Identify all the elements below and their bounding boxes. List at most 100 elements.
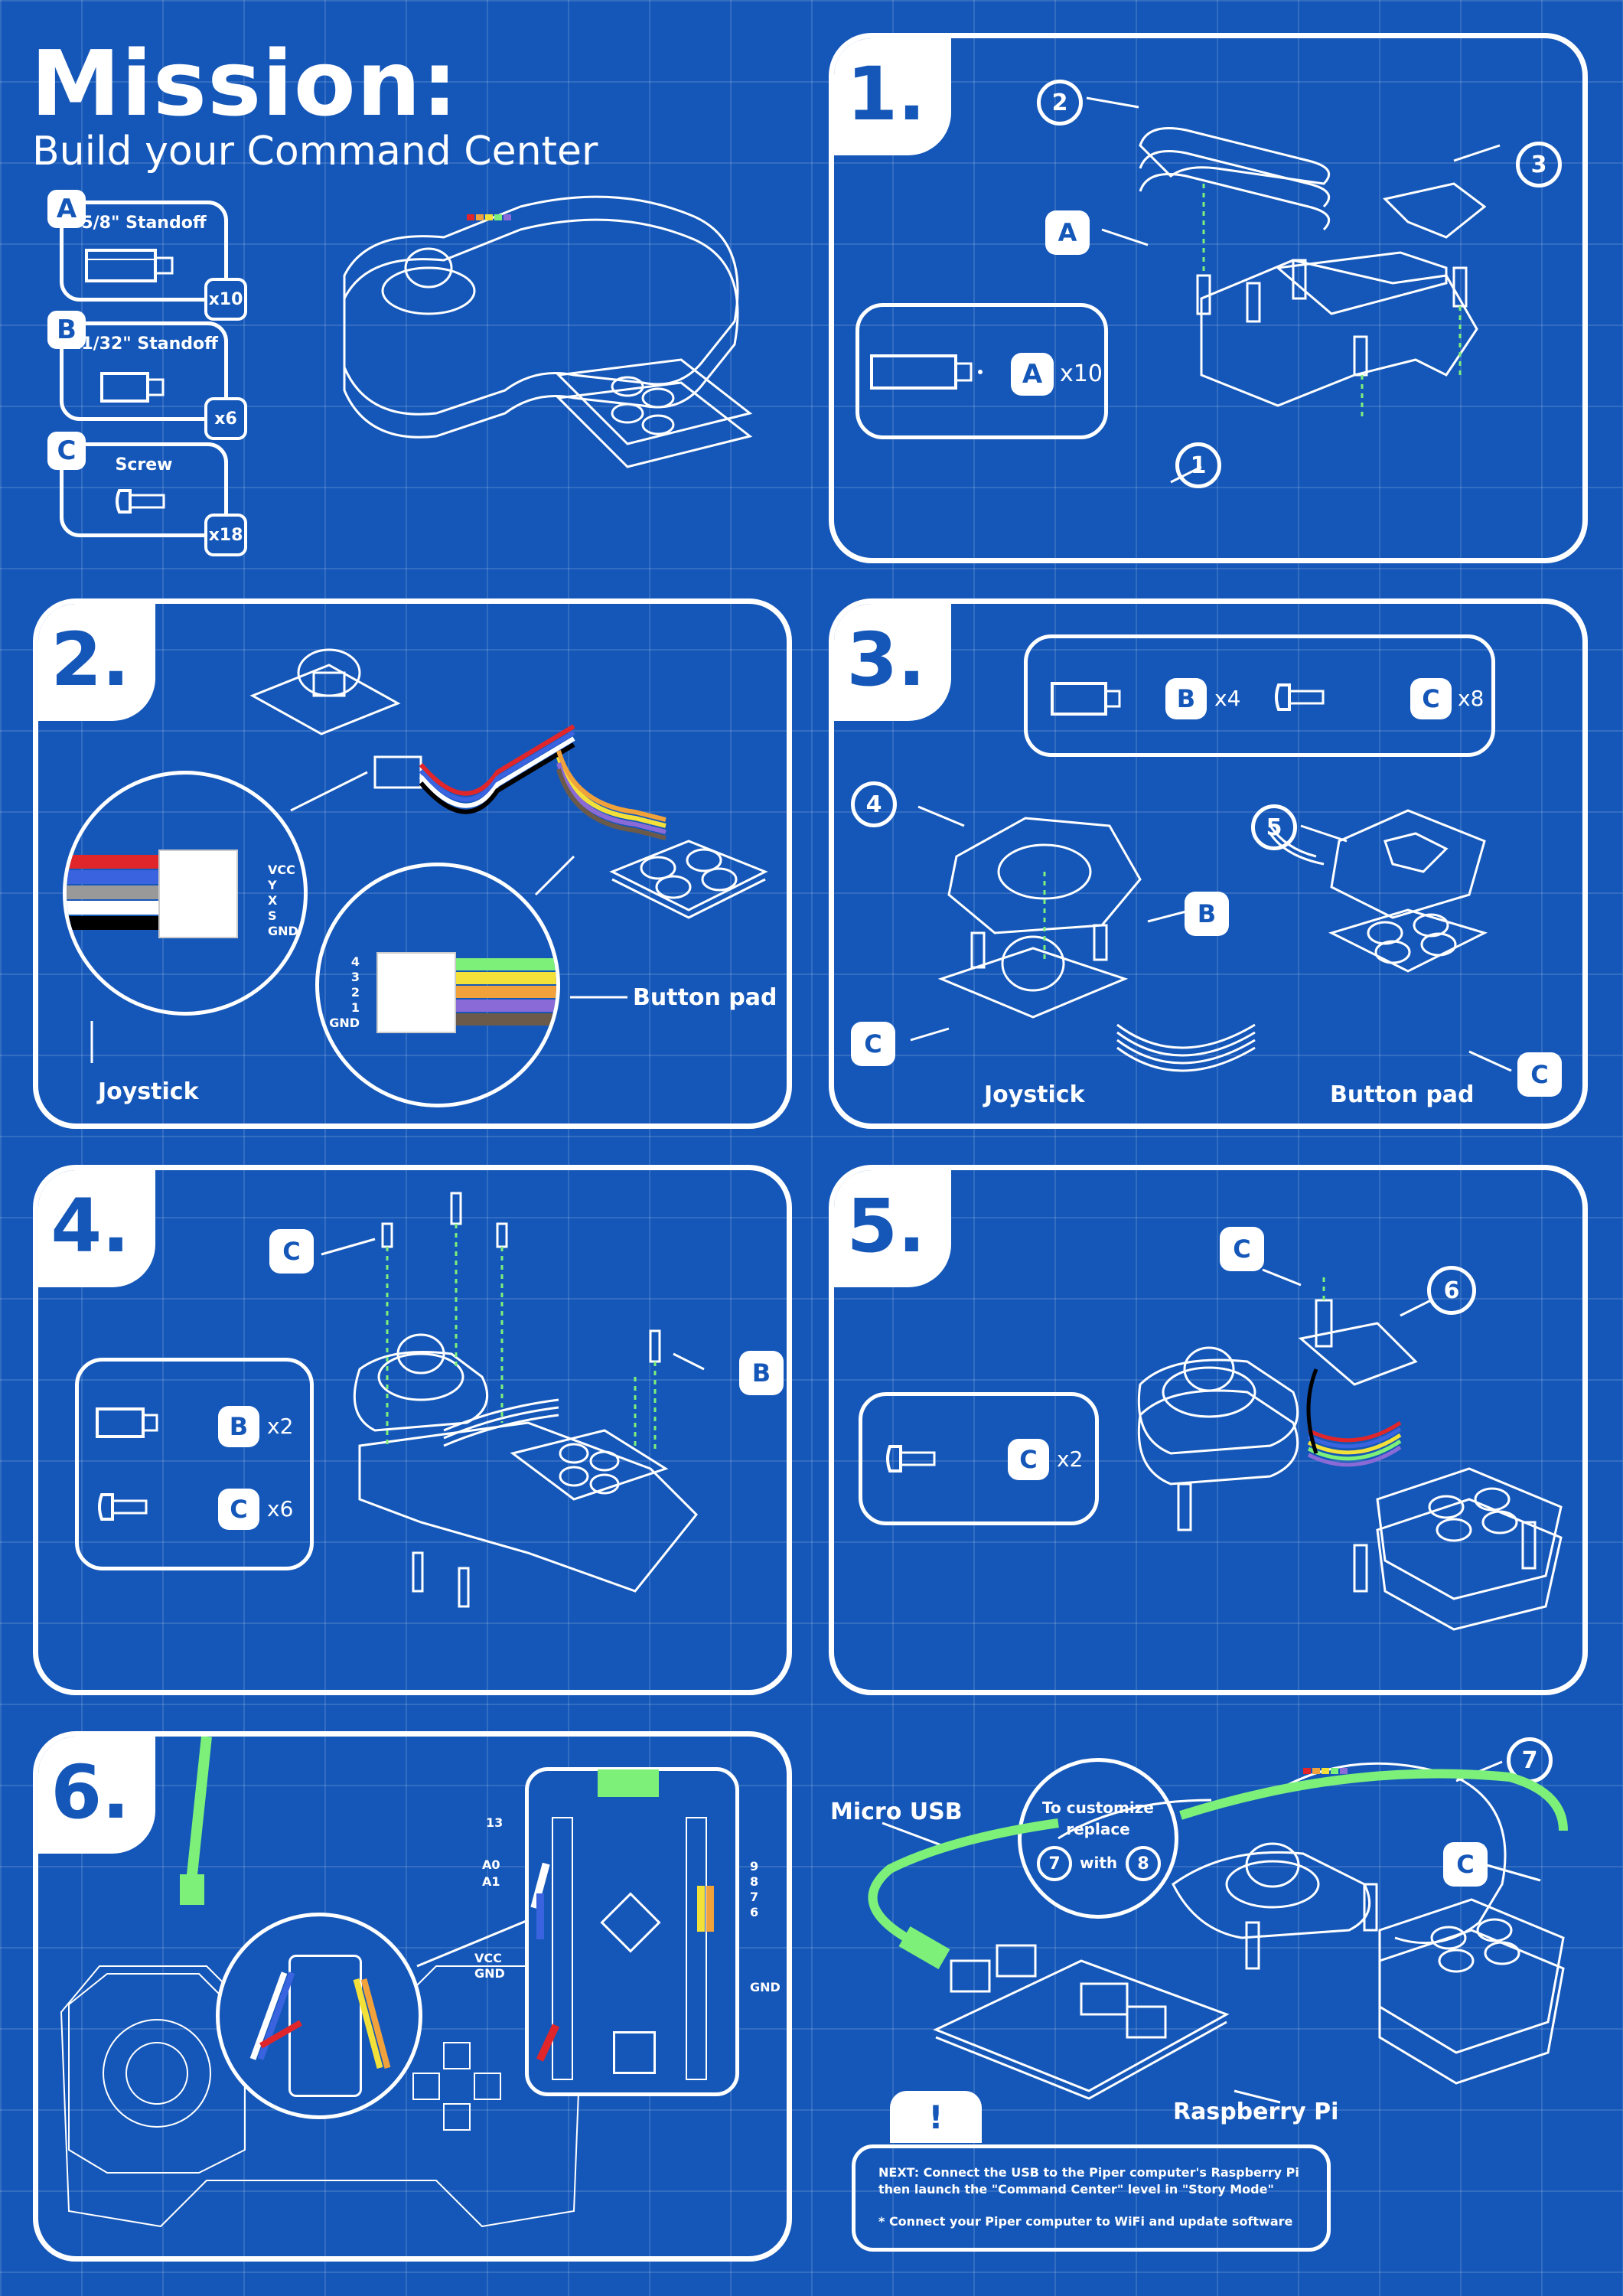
joystick-label: Joystick (984, 1081, 1085, 1108)
left-pin-a1: A1 (482, 1874, 500, 1889)
exclamation-icon: ! (890, 2091, 982, 2143)
part-letter-c: C (218, 1489, 259, 1530)
part-letter-b: B (1165, 678, 1207, 719)
screw-icon (116, 489, 165, 514)
callout-4: 4 (851, 781, 897, 827)
part-qty: x10 (204, 278, 247, 321)
button-pad-icon (609, 840, 768, 919)
legend-qty: x6 (267, 1496, 294, 1521)
part-name: 11/32" Standoff (70, 334, 218, 354)
step-1-legend: A x10 (855, 303, 1108, 439)
step-number: 6. (38, 1737, 155, 1854)
callout-1: 1 (1175, 442, 1221, 488)
raspberry-pi-label: Raspberry Pi (1173, 2099, 1339, 2125)
callout-c: C (1517, 1052, 1562, 1097)
part-8-circle: 8 (1126, 1846, 1161, 1881)
step-4-legend: B x2 C x6 (75, 1358, 314, 1570)
right-pin-gnd: GND (750, 1980, 781, 1994)
part-card-b: 11/32" Standoff x6 (60, 321, 247, 440)
callout-c: C (269, 1229, 314, 1274)
step-2-panel: 2. VCC Y X S GND 4 3 2 1 GND (33, 598, 792, 1129)
usb-cable (180, 1737, 212, 1905)
legend-qty: x8 (1458, 686, 1484, 711)
part-letter-a: A (1011, 353, 1054, 396)
part-letter-b: B (218, 1406, 259, 1447)
callout-b: B (1185, 892, 1229, 936)
step-number: 2. (38, 604, 155, 721)
left-pin-gnd: GND (474, 1966, 505, 1981)
screw-icon (1275, 683, 1325, 711)
part-qty: x6 (204, 397, 247, 440)
final-illustration (868, 1760, 1568, 2104)
step-5-panel: 5. C x2 C 6 (829, 1165, 1588, 1695)
screw-icon (886, 1445, 936, 1473)
pin-label: X (268, 893, 278, 908)
part-name: Screw (115, 455, 173, 475)
standoff-icon (1051, 682, 1121, 716)
callout-c: C (851, 1022, 895, 1066)
standoff-icon (100, 372, 165, 403)
part-card-a: 5/8" Standoff x10 (60, 201, 247, 321)
part-letter-c: C (1410, 678, 1452, 719)
customize-with: with (1080, 1854, 1118, 1872)
step-3-illustration (910, 805, 1512, 1072)
button-pad-label: Button pad (1330, 1081, 1475, 1108)
pin-label: VCC (268, 863, 295, 877)
next-steps-note: NEXT: Connect the USB to the Piper compu… (852, 2144, 1331, 2252)
part-letter-c: C (47, 432, 86, 470)
button-pad-label: Button pad (633, 984, 777, 1011)
pin-label: 4 (350, 954, 360, 969)
legend-qty: x4 (1214, 686, 1241, 711)
part-letter-a: A (47, 190, 86, 228)
left-pin-13: 13 (486, 1815, 504, 1830)
standoff-icon (870, 354, 983, 390)
pin-label: Y (268, 878, 277, 892)
step-1-panel: 1. A x10 2 3 A 1 (829, 33, 1588, 563)
customize-circle: To customize replace 7 with 8 (1018, 1758, 1178, 1919)
part-card-c: Screw x18 (60, 442, 247, 556)
joystick-pin-labels: VCC Y X S GND (268, 863, 298, 939)
final-step: Micro USB To customize replace 7 with 8 … (829, 1731, 1588, 2262)
pin-label: S (268, 908, 277, 923)
step-number: 3. (834, 604, 951, 721)
joystick-label: Joystick (98, 1078, 199, 1105)
step-1-illustration (1086, 96, 1501, 484)
step-6-panel: 6. 13 A0 A1 VCC GND 9 8 7 6 GND (33, 1731, 792, 2262)
leader-lines (416, 1919, 529, 1968)
microcontroller-zoom-circle (216, 1913, 422, 2119)
note-line-1: NEXT: Connect the USB to the Piper compu… (878, 2165, 1299, 2180)
step-number: 4. (38, 1170, 155, 1287)
callout-2: 2 (1037, 80, 1083, 126)
usb-plug-icon (898, 1926, 950, 1969)
button-pad-zoom-circle (315, 863, 560, 1107)
part-letter-b: B (47, 311, 86, 349)
standoff-icon (85, 249, 174, 282)
part-name: 5/8" Standoff (81, 214, 207, 233)
step-2-wiring-illustration (249, 648, 666, 840)
legend-qty: x2 (1057, 1446, 1084, 1472)
callout-a: A (1045, 210, 1090, 255)
part-letter-c: C (1008, 1439, 1049, 1480)
led-strip-icon (467, 214, 511, 220)
callout-3: 3 (1516, 142, 1562, 188)
pin-label: 3 (350, 970, 360, 984)
callout-c: C (1443, 1842, 1488, 1887)
callout-6: 6 (1427, 1266, 1476, 1315)
pin-label: GND (268, 924, 298, 938)
step-4-illustration (321, 1192, 705, 1608)
legend-qty: x2 (267, 1414, 294, 1439)
micro-usb-label: Micro USB (830, 1799, 963, 1825)
left-pin-a0: A0 (482, 1857, 500, 1872)
controller-illustration (343, 195, 753, 468)
right-pin-6: 6 (750, 1905, 759, 1919)
callout-b: B (739, 1351, 784, 1395)
part-7-circle: 7 (1037, 1846, 1072, 1881)
pin-label: 2 (350, 985, 360, 1000)
right-pin-7: 7 (750, 1890, 759, 1904)
step-3-panel: 3. B x4 C x8 4 5 B C C Joystick Button p… (829, 598, 1588, 1129)
callout-c: C (1220, 1227, 1264, 1271)
pin-label: GND (329, 1016, 360, 1030)
note-line-3: * Connect your Piper computer to WiFi an… (878, 2214, 1293, 2229)
step-3-legend: B x4 C x8 (1024, 634, 1495, 757)
